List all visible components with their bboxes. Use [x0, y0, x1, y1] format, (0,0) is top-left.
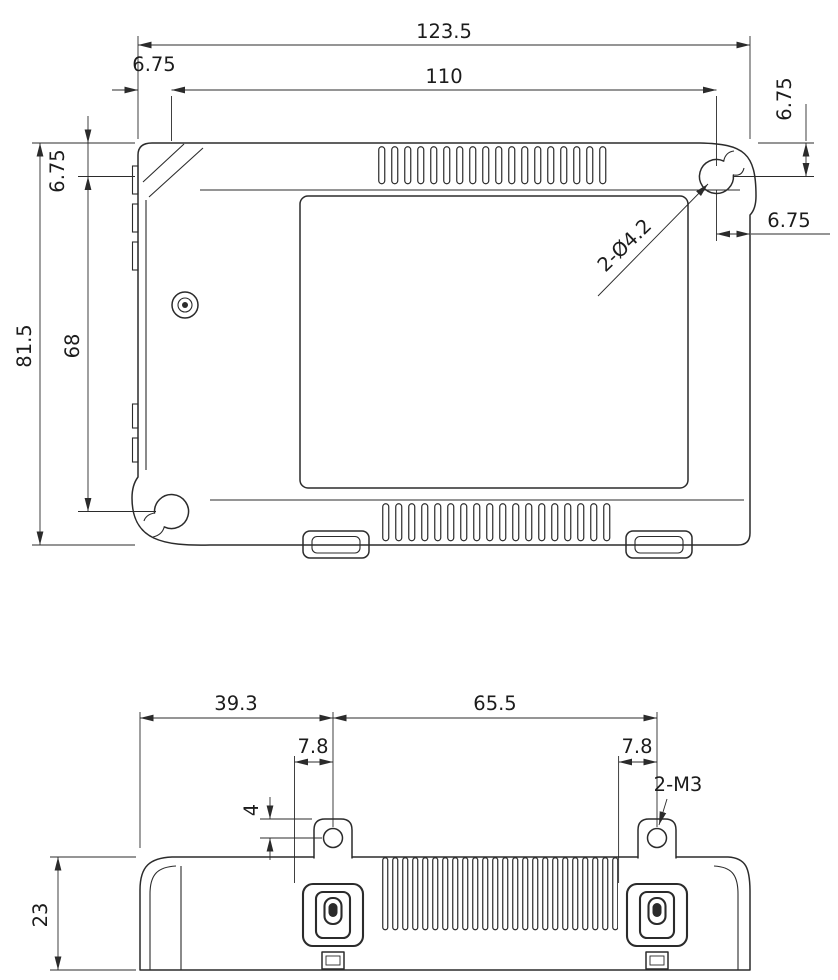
label-area: [299, 195, 689, 489]
dim-ear-hole-offset-right: 7.8: [621, 735, 652, 758]
label-ear-thread: 2-M3: [654, 773, 703, 796]
top-view: 123.5 110 6.75 6.75 6.75 6.75 81.5 68 2-…: [13, 20, 830, 559]
dim-overall-width: 123.5: [416, 20, 472, 43]
dim-hole-span-height: 68: [61, 334, 84, 359]
potentiometer: [171, 291, 199, 319]
side-body-inner-lines: [149, 865, 739, 970]
side-view: 39.3 65.5 7.8 7.8 2-M3 4 23: [29, 692, 751, 971]
vent-slots-top: [378, 146, 612, 186]
dim-overall-height: 81.5: [13, 324, 36, 367]
dim-right-margin: 6.75: [767, 209, 810, 232]
dim-hole-from-top: 4: [240, 804, 263, 816]
mounting-ear-bottom-left: [143, 493, 190, 538]
top-view-dimension-lines: [36, 41, 830, 545]
side-view-dimension-lines: [54, 714, 668, 970]
din-clip-left-side-view: [301, 882, 365, 970]
cooling-fins: [382, 857, 618, 931]
dim-left-margin: 6.75: [132, 53, 175, 76]
left-edge-tabs: [131, 165, 139, 463]
din-clip-left-top-view: [302, 530, 370, 559]
dim-body-height: 23: [29, 903, 52, 928]
dim-top-margin-right: 6.75: [773, 77, 796, 120]
top-view-extension-lines: [32, 36, 814, 546]
side-view-extension-lines: [50, 712, 658, 971]
dim-ear-spacing: 65.5: [473, 692, 516, 715]
dim-top-margin-left: 6.75: [46, 149, 69, 192]
dim-left-to-ear: 39.3: [214, 692, 257, 715]
din-clip-right-top-view: [625, 530, 693, 559]
dim-ear-hole-offset-left: 7.8: [297, 735, 328, 758]
body-face-lines: [142, 143, 744, 501]
din-clip-right-side-view: [625, 882, 689, 970]
dim-hole-span-width: 110: [425, 65, 462, 88]
vent-slots-bottom: [382, 503, 616, 543]
